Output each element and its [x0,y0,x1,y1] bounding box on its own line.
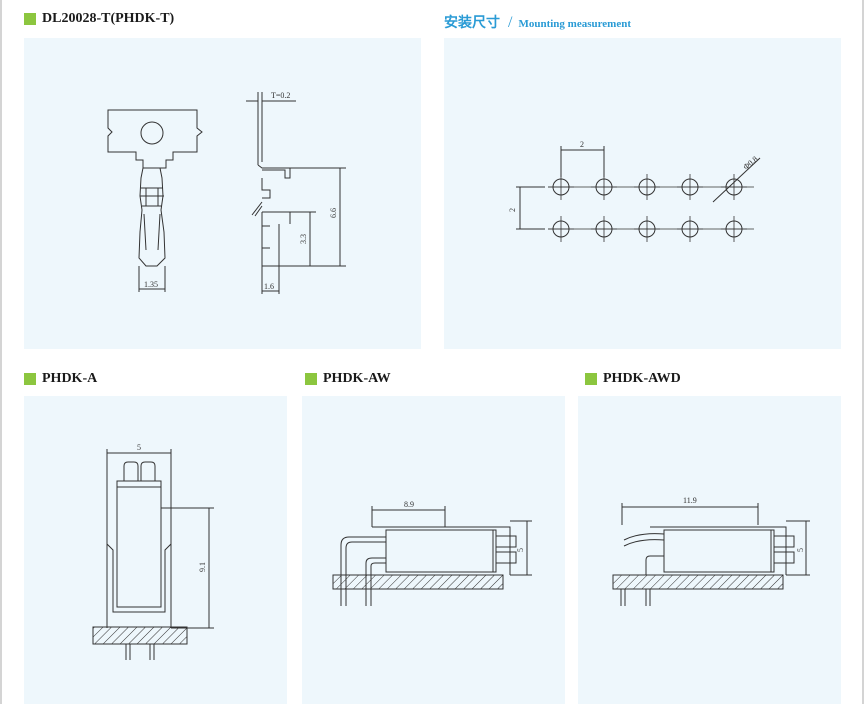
mounting-pitch-y-label: 2 [508,208,517,212]
mounting-heading-en: Mounting measurement [518,18,631,30]
heading-marker-icon [305,373,317,385]
phdk-awd-pins [620,589,651,606]
phdk-a-panel [24,396,287,704]
terminal-height-total-label: 6.6 [329,208,338,218]
phdk-awd-pcb [612,574,784,590]
terminal-base-label: 1.6 [264,282,274,291]
mounting-heading: 安装尺寸 / Mounting measurement [444,12,631,32]
terminal-front-view [107,109,203,292]
mounting-heading-separator: / [508,14,513,31]
mounting-dimension-lines [516,146,761,230]
heading-marker-icon [24,373,36,385]
mounting-pitch-x-label: 2 [580,140,584,149]
terminal-heading: DL20028-T(PHDK-T) [24,11,174,27]
phdk-aw-heading-text: PHDK-AW [323,371,391,386]
heading-marker-icon [585,373,597,385]
phdk-aw-drawing [340,506,532,593]
mounting-heading-cn: 安装尺寸 [444,15,500,31]
terminal-side-view [246,92,346,294]
phdk-a-pins [125,644,155,660]
phdk-a-width-label: 5 [137,443,141,452]
phdk-a-height-label: 9.1 [198,562,207,572]
mounting-hole-grid [548,174,754,242]
left-border [0,0,2,704]
mounting-hole-label: Φ0.8 [742,154,760,171]
phdk-aw-height-label: 5 [516,548,525,552]
phdk-awd-length-label: 11.9 [683,496,697,505]
right-border [862,0,864,704]
terminal-width-label: 1.35 [144,280,158,289]
phdk-aw-heading: PHDK-AW [305,371,391,387]
terminal-heading-text: DL20028-T(PHDK-T) [42,11,175,26]
terminal-thickness-label: T=0.2 [271,91,290,100]
phdk-awd-drawing [621,503,810,576]
phdk-awd-heading-text: PHDK-AWD [603,371,681,386]
phdk-aw-pins [340,589,372,606]
phdk-a-drawing [106,449,214,629]
phdk-aw-length-label: 8.9 [404,500,414,509]
phdk-awd-heading: PHDK-AWD [585,371,681,387]
phdk-a-heading: PHDK-A [24,371,97,387]
phdk-awd-height-label: 5 [796,548,805,552]
terminal-height-lower-label: 3.3 [299,234,308,244]
phdk-a-heading-text: PHDK-A [42,371,98,386]
phdk-aw-pcb [332,574,504,590]
phdk-awd-panel [578,396,841,704]
terminal-panel [24,38,421,349]
phdk-a-pcb [92,626,188,645]
heading-marker-icon [24,13,36,25]
